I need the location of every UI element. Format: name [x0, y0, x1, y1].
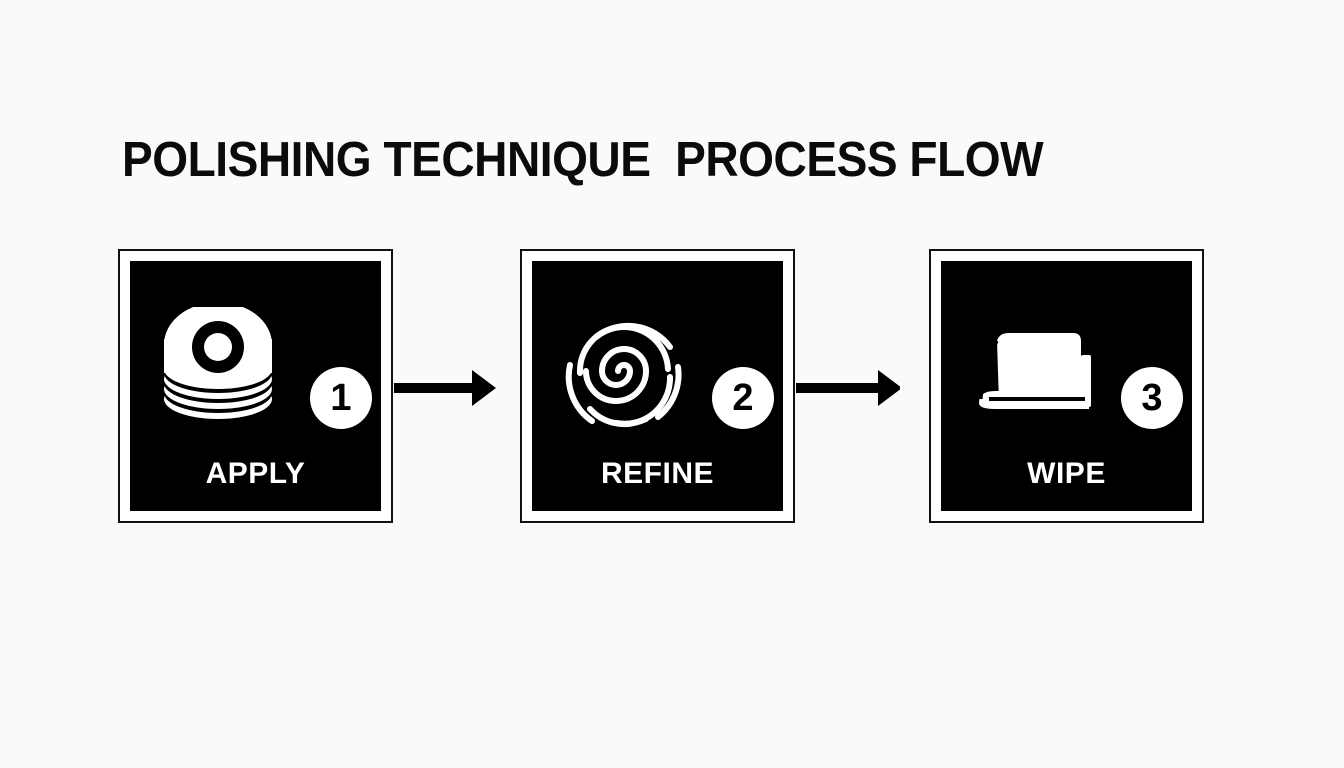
- polish-pad-stack-icon: [164, 307, 272, 419]
- diagram-title: POLISHING TECHNIQUE PROCESS FLOW: [122, 133, 1044, 187]
- step-panel: 3 WIPE: [941, 261, 1192, 511]
- step-wipe: 3 WIPE: [929, 249, 1204, 523]
- arrow-right-icon: [796, 370, 900, 406]
- step-refine: 2 REFINE: [520, 249, 795, 523]
- step-number-badge: 2: [712, 367, 774, 429]
- step-label: WIPE: [1027, 457, 1106, 490]
- step-number-badge: 3: [1121, 367, 1183, 429]
- step-label: REFINE: [600, 457, 714, 490]
- arrow-right-icon: [394, 370, 496, 406]
- step-panel: 2 REFINE: [532, 261, 783, 511]
- folded-cloth-icon: [979, 333, 1091, 409]
- step-number-badge: 1: [310, 367, 372, 429]
- swirl-fingerprint-icon: [565, 322, 682, 428]
- step-panel: 1 APPLY: [130, 261, 381, 511]
- step-label: APPLY: [205, 457, 306, 490]
- step-apply: 1 APPLY: [118, 249, 393, 523]
